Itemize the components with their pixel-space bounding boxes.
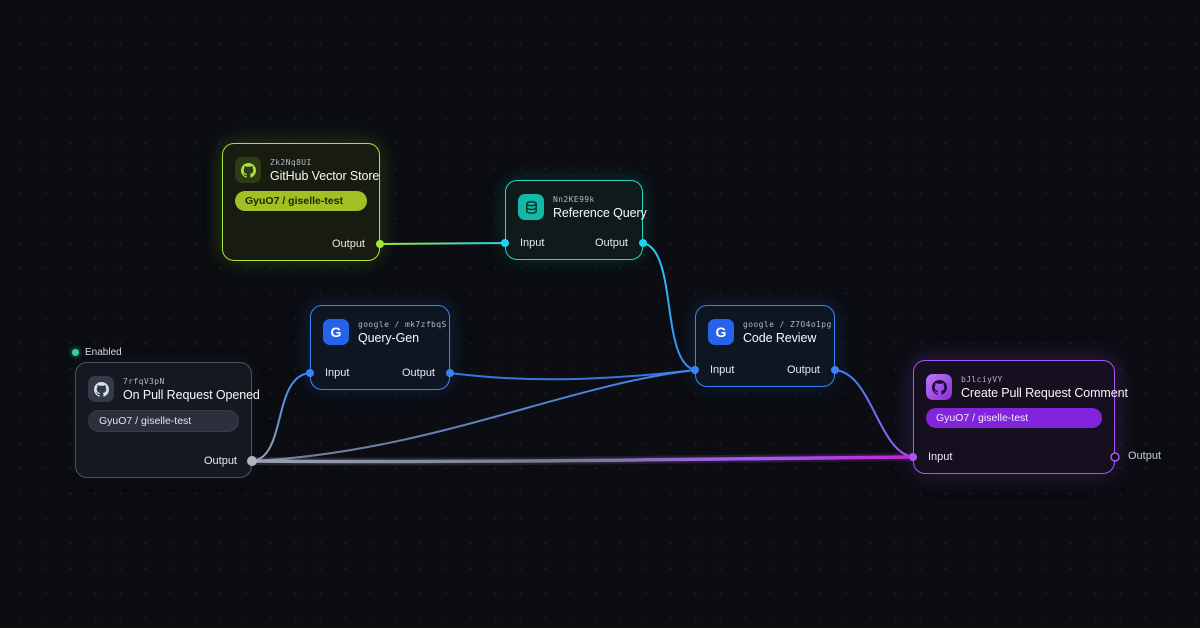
output-port-label: Output	[401, 367, 435, 379]
node-header: Zk2Nq8UI GitHub Vector Store	[223, 144, 379, 183]
enabled-status: Enabled	[72, 347, 122, 358]
output-port-label: Output	[331, 238, 365, 250]
node-title: Create Pull Request Comment	[961, 385, 1128, 400]
input-port-label: Input	[325, 367, 350, 379]
output-port-label: Output	[1128, 450, 1162, 462]
github-icon	[235, 157, 261, 183]
node-on-pull-request-opened[interactable]: 7rfqV3pN On Pull Request Opened GyuO7 / …	[75, 362, 260, 478]
node-header: G google / mk7zfbqS Query-Gen	[311, 306, 449, 345]
node-reference-query[interactable]: Nn2KE99k Reference Query Input Output	[505, 180, 647, 260]
node-title: Code Review	[743, 330, 817, 345]
google-icon: G	[323, 319, 349, 345]
node-header: bJlciyVY Create Pull Request Comment	[914, 361, 1128, 400]
repo-badge: GyuO7 / giselle-test	[88, 410, 239, 432]
output-port-label: Output	[203, 455, 237, 467]
output-port-label: Output	[594, 237, 628, 249]
node-id: google / Z7O4o1pg	[743, 319, 832, 329]
repo-badge: GyuO7 / giselle-test	[926, 408, 1102, 428]
node-id: google / mk7zfbqS	[358, 319, 447, 329]
node-title: On Pull Request Opened	[123, 387, 260, 402]
database-icon	[518, 194, 544, 220]
node-id: Zk2Nq8UI	[270, 157, 312, 167]
node-id: Nn2KE99k	[553, 194, 595, 204]
output-port-label: Output	[786, 364, 820, 376]
node-id: bJlciyVY	[961, 374, 1003, 384]
input-port-label: Input	[928, 451, 953, 463]
repo-badge: GyuO7 / giselle-test	[235, 191, 367, 211]
github-icon	[926, 374, 952, 400]
input-port-label: Input	[520, 237, 545, 249]
node-create-pull-request-comment[interactable]: bJlciyVY Create Pull Request Comment Gyu…	[913, 360, 1128, 474]
node-title: GitHub Vector Store	[270, 168, 380, 183]
node-title: Query-Gen	[358, 330, 419, 345]
node-github-vector-store[interactable]: Zk2Nq8UI GitHub Vector Store GyuO7 / gis…	[222, 143, 380, 261]
node-header: Nn2KE99k Reference Query	[506, 181, 647, 220]
node-id: 7rfqV3pN	[123, 376, 165, 386]
node-title: Reference Query	[553, 205, 647, 220]
external-output-label-wrap: Output	[1128, 450, 1161, 462]
github-icon	[88, 376, 114, 402]
input-port-label: Input	[710, 364, 735, 376]
node-header: G google / Z7O4o1pg Code Review	[696, 306, 834, 345]
enabled-label: Enabled	[85, 347, 122, 358]
node-code-review[interactable]: G google / Z7O4o1pg Code Review Input Ou…	[695, 305, 835, 387]
google-icon: G	[708, 319, 734, 345]
node-header: 7rfqV3pN On Pull Request Opened	[76, 363, 260, 402]
node-query-gen[interactable]: G google / mk7zfbqS Query-Gen Input Outp…	[310, 305, 450, 390]
enabled-dot-icon	[72, 349, 79, 356]
